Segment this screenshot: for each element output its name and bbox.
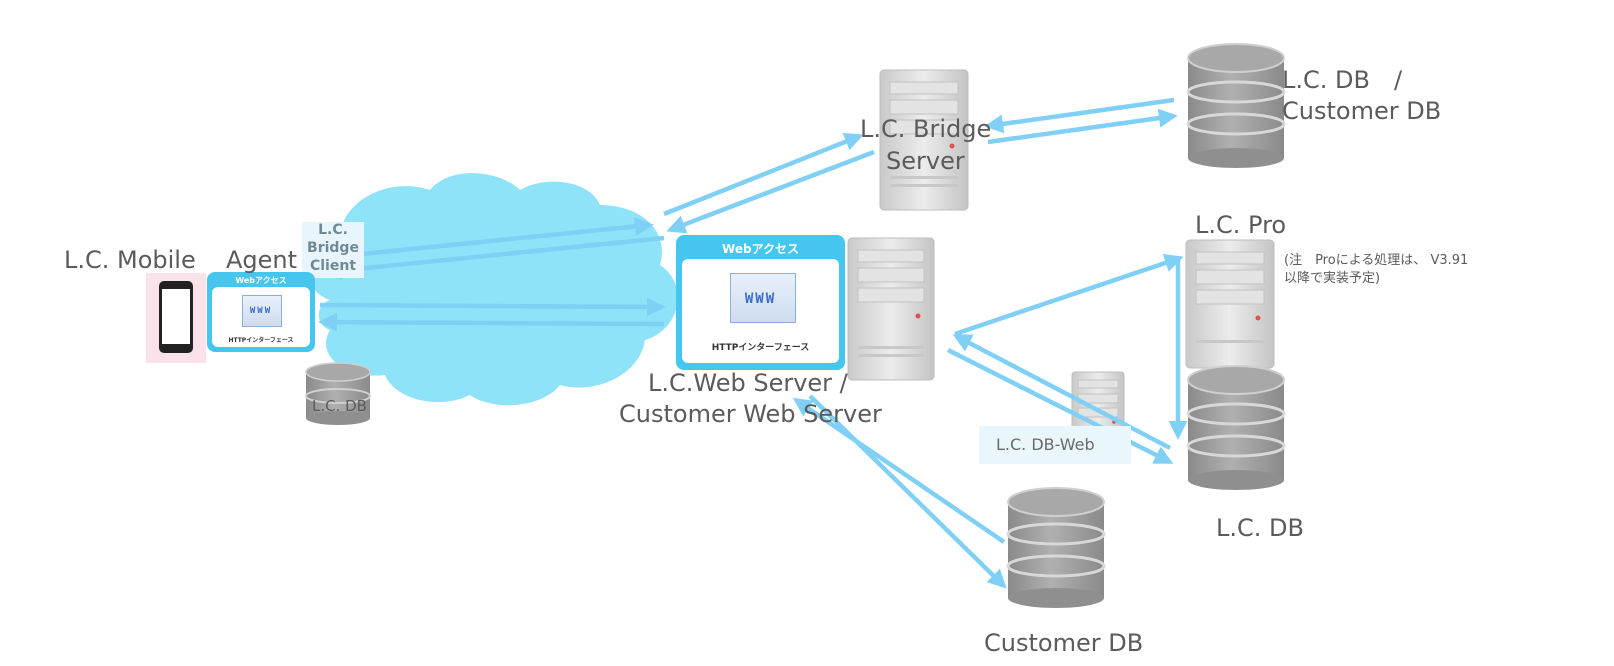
lc-pro-server-icon bbox=[1185, 239, 1275, 369]
bridge-server-icon bbox=[879, 69, 969, 211]
web-server-panel: Webアクセス WWW HTTPインターフェース bbox=[676, 235, 845, 370]
agent-www-text: WWW bbox=[249, 306, 273, 316]
browser-window-icon bbox=[730, 273, 796, 323]
lc-mobile-label: L.C. Mobile bbox=[64, 246, 196, 274]
db-web-label-box bbox=[979, 426, 1131, 464]
agent-web-panel-inner: WWW HTTPインターフェース bbox=[212, 287, 310, 347]
lc-pro-note-line-1: (注 Proによる処理は、 V3.91 bbox=[1284, 253, 1469, 268]
lc-pro-note-line-2: 以降で実装予定) bbox=[1284, 271, 1381, 286]
web-server-panel-title: Webアクセス bbox=[722, 242, 799, 256]
web-server-panel-inner: WWW HTTPインターフェース bbox=[682, 259, 839, 363]
lc-pro-label: L.C. Pro bbox=[1195, 211, 1287, 239]
connection-arrows bbox=[318, 97, 1188, 589]
agent-db-label: L.C. DB bbox=[312, 397, 367, 415]
lc-db-label: L.C. DB bbox=[1216, 514, 1304, 542]
agent-web-panel-title: Webアクセス bbox=[235, 276, 287, 285]
agent-label: Agent bbox=[226, 246, 298, 274]
web-server-label-line-2: Customer Web Server bbox=[619, 400, 882, 428]
lc-customer-db-label-line-2: Customer DB bbox=[1282, 97, 1442, 125]
mobile-screen bbox=[162, 289, 190, 344]
customer-db-icon bbox=[1006, 487, 1106, 608]
lc-customer-db-label-line-1: L.C. DB / bbox=[1282, 66, 1403, 94]
web-server-www-text: WWW bbox=[744, 291, 777, 307]
bridge-server-label-line-2: Server bbox=[886, 147, 965, 175]
bridge-client-line-3: Client bbox=[309, 258, 357, 274]
lc-db-icon bbox=[1186, 365, 1286, 490]
db-web-label: L.C. DB-Web bbox=[996, 435, 1095, 454]
web-server-label-line-1: L.C.Web Server / bbox=[648, 369, 848, 397]
bridge-client-line-2: Bridge bbox=[307, 240, 359, 256]
bridge-client-line-1: L.C. bbox=[318, 222, 348, 238]
customer-db-label: Customer DB bbox=[984, 629, 1144, 657]
agent-db-icon bbox=[305, 362, 371, 425]
web-server-panel-caption: HTTPインターフェース bbox=[711, 343, 810, 353]
agent-web-panel-caption: HTTPインターフェース bbox=[228, 337, 294, 344]
bridge-client-box bbox=[302, 222, 364, 278]
browser-window-icon bbox=[242, 295, 282, 327]
agent-web-panel: Webアクセス WWW HTTPインターフェース bbox=[207, 272, 315, 352]
lc-customer-db-icon bbox=[1186, 43, 1286, 168]
web-server-icon bbox=[847, 237, 935, 381]
bridge-server-label-line-1: L.C. Bridge bbox=[860, 115, 992, 143]
